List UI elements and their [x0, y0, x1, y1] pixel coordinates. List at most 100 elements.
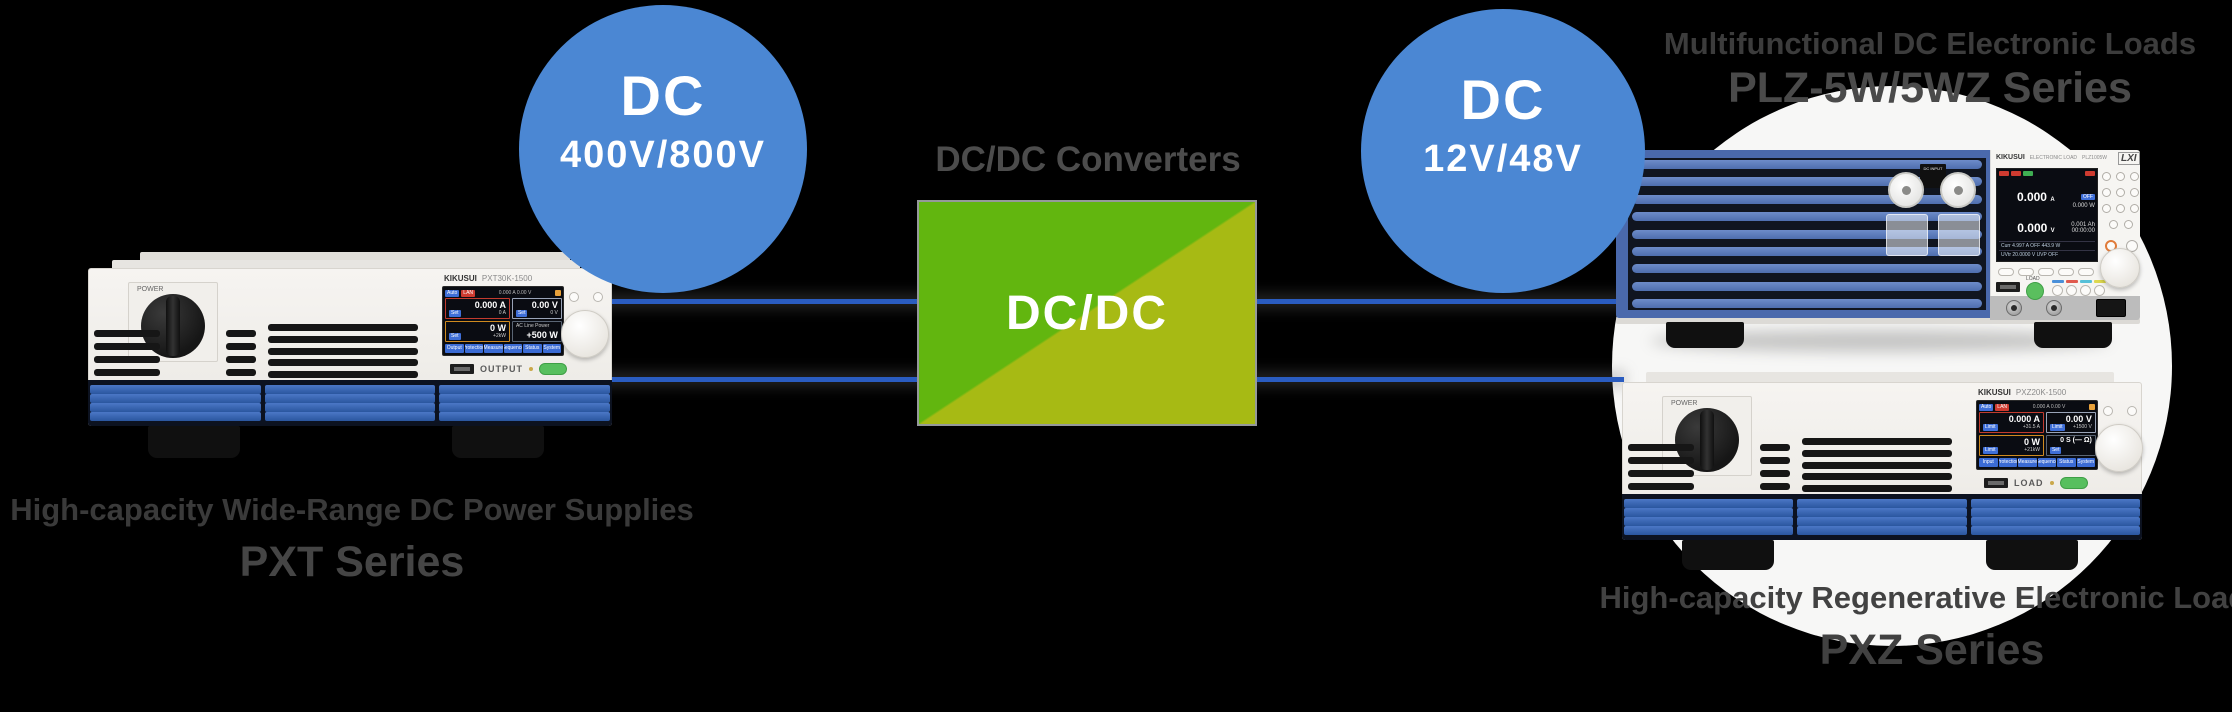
- pxt-panel-button: [569, 292, 579, 302]
- plz-foot: [1666, 322, 1744, 348]
- plz-ah-value: 0.001 Ah: [2071, 222, 2095, 228]
- dc-line-right-upper: [1256, 299, 1618, 304]
- usb-port: [1984, 478, 2008, 488]
- menu-sequence: Sequence: [2037, 457, 2056, 467]
- converter-label: DC/DC Converters: [935, 140, 1241, 179]
- pxz-resistance-value: 0 S (— Ω): [2060, 436, 2092, 444]
- pxz-power-value: 0 W: [2023, 436, 2040, 447]
- dc-line-right-lower: [1256, 377, 1624, 382]
- pxt-power-knob-grip: [166, 296, 180, 356]
- pxt-panel-button: [593, 292, 603, 302]
- dc-line-left-lower: [610, 377, 918, 382]
- pxt-vent-group: [226, 330, 256, 376]
- plz-model-text: PLZ1005W: [2082, 155, 2108, 161]
- pxt-io-row: OUTPUT: [450, 363, 567, 375]
- pxt-vent-group: [268, 324, 418, 378]
- grille-section: [1970, 499, 2140, 535]
- plz-info-row1: Curr 4.997 A OFF 443.9 W: [1999, 241, 2095, 250]
- pxz-voltage-value: 0.00 V: [2065, 413, 2092, 424]
- pxt-power-tile: 0 W Set+2kW: [445, 320, 510, 342]
- pxz-current-sub: +31.5 A: [2022, 424, 2040, 431]
- auto-chip: Auto: [1979, 403, 1994, 411]
- pxz-brand-text: KIKUSUI: [1978, 388, 2011, 397]
- pxt-foot: [452, 426, 544, 458]
- pxz-rotary-knob: [2095, 424, 2143, 472]
- limit-button: Limit: [1983, 423, 1998, 431]
- plz-soft-key: [2018, 268, 2034, 276]
- pxz-voltage-tile: 0.00 V Limit+1500 V: [2045, 411, 2096, 433]
- pxz-voltage-sub: +1500 V: [2073, 424, 2092, 431]
- pxz-topbar-readout: 0.000 A 0.00 V: [2032, 404, 2066, 411]
- bnc-connector: [2046, 300, 2062, 316]
- plz-brand-text: KIKUSUI: [1996, 154, 2025, 161]
- pxz-panel-button: [2103, 406, 2113, 416]
- pxz-intake-grille: [1622, 494, 2142, 540]
- pxt-caption-line2: PXT Series: [239, 538, 465, 586]
- pxz-vent-group: [1760, 444, 1790, 490]
- plz-caption-line2: PLZ-5W/5WZ Series: [1728, 64, 2132, 112]
- plz-function-button: [2052, 285, 2063, 296]
- pxz-power-sub: +21kW: [2024, 447, 2040, 454]
- converter-box-text: DC/DC: [1006, 286, 1168, 340]
- usb-port: [450, 364, 474, 374]
- menu-system: System: [542, 343, 561, 353]
- plz-rotary-knob: [2100, 248, 2140, 288]
- plz-base: [1616, 318, 2140, 324]
- auto-chip: Auto: [445, 289, 460, 297]
- pxt-output-button: [539, 363, 567, 375]
- load-led: [2049, 481, 2054, 485]
- set-button: Set: [449, 332, 461, 340]
- pxt-power-sub: +2kW: [493, 333, 506, 340]
- plz-load-button: [2026, 282, 2044, 300]
- grille-section: [264, 385, 436, 421]
- grille-section: [439, 385, 611, 421]
- output-led: [529, 367, 533, 371]
- plz-timer-value: 00:00:00: [2071, 228, 2095, 234]
- plz-function-button: [2094, 285, 2105, 296]
- pxz-power-tile: 0 W Limit +21kW: [1979, 434, 2044, 456]
- menu-protection: Protection: [1998, 457, 2017, 467]
- plz-soft-key: [2038, 268, 2054, 276]
- pxz-screen-menu: Input Protection Measure Sequence Status…: [1979, 457, 2095, 467]
- pxt-foot: [148, 426, 240, 458]
- grille-section: [1624, 499, 1794, 535]
- plz-info-row2: UVtr 20.0000 V UVP OFF: [1999, 250, 2095, 259]
- menu-measure: Measure: [484, 343, 503, 353]
- pxt-brand-text: KIKUSUI: [444, 274, 477, 283]
- pxz-model-text: PXZ20K-1500: [2015, 388, 2067, 397]
- set-button: Set: [2049, 446, 2062, 454]
- bnc-connector: [2006, 300, 2022, 316]
- plz-screen: 0.000 A OFF 0.000 W 0.000 V 0.001 Ah 00:…: [1996, 168, 2098, 262]
- plz-caption-line1: Multifunctional DC Electronic Loads: [1663, 26, 2197, 61]
- pxz-screen-topbar: Auto LAN 0.000 A 0.00 V: [1979, 403, 2095, 412]
- pxt-power-label: POWER: [137, 286, 164, 293]
- limit-button: Limit: [1983, 446, 1998, 454]
- plz-shadow: [1650, 330, 2110, 352]
- dc-label: DC: [1460, 68, 1546, 131]
- dc-high-voltage-badge: DC 400V/800V: [519, 5, 807, 293]
- plz-soft-key: [2058, 268, 2074, 276]
- plz-power-switch: [2096, 299, 2126, 317]
- menu-measure: Measure: [2018, 457, 2037, 467]
- plz-terminal-cover: [1886, 214, 1928, 256]
- pxz-power-label: POWER: [1671, 400, 1698, 407]
- pxt-model-text: PXT30K-1500: [481, 274, 533, 283]
- menu-status: Status: [523, 343, 542, 353]
- lock-icon: [2089, 404, 2095, 411]
- dc-low-voltage-badge: DC 12V/48V: [1361, 9, 1645, 293]
- pxz-load-label: LOAD: [2014, 478, 2044, 488]
- pxt-top-edge: [140, 252, 570, 262]
- pxz-vent-group: [1628, 444, 1694, 490]
- plz-type-text: ELECTRONIC LOAD: [2029, 155, 2078, 161]
- pxt-voltage-value: 0.00 V: [531, 299, 558, 310]
- plz-function-button: [2080, 285, 2091, 296]
- menu-status: Status: [2057, 457, 2076, 467]
- pxt-acline-value: +500 W: [526, 329, 558, 340]
- pxt-screen-menu: Output Protection Measure Sequence Statu…: [445, 343, 561, 353]
- plz-grille-slats: [1632, 160, 1982, 308]
- plz-brand: KIKUSUI ELECTRONIC LOAD PLZ1005W: [1996, 154, 2107, 161]
